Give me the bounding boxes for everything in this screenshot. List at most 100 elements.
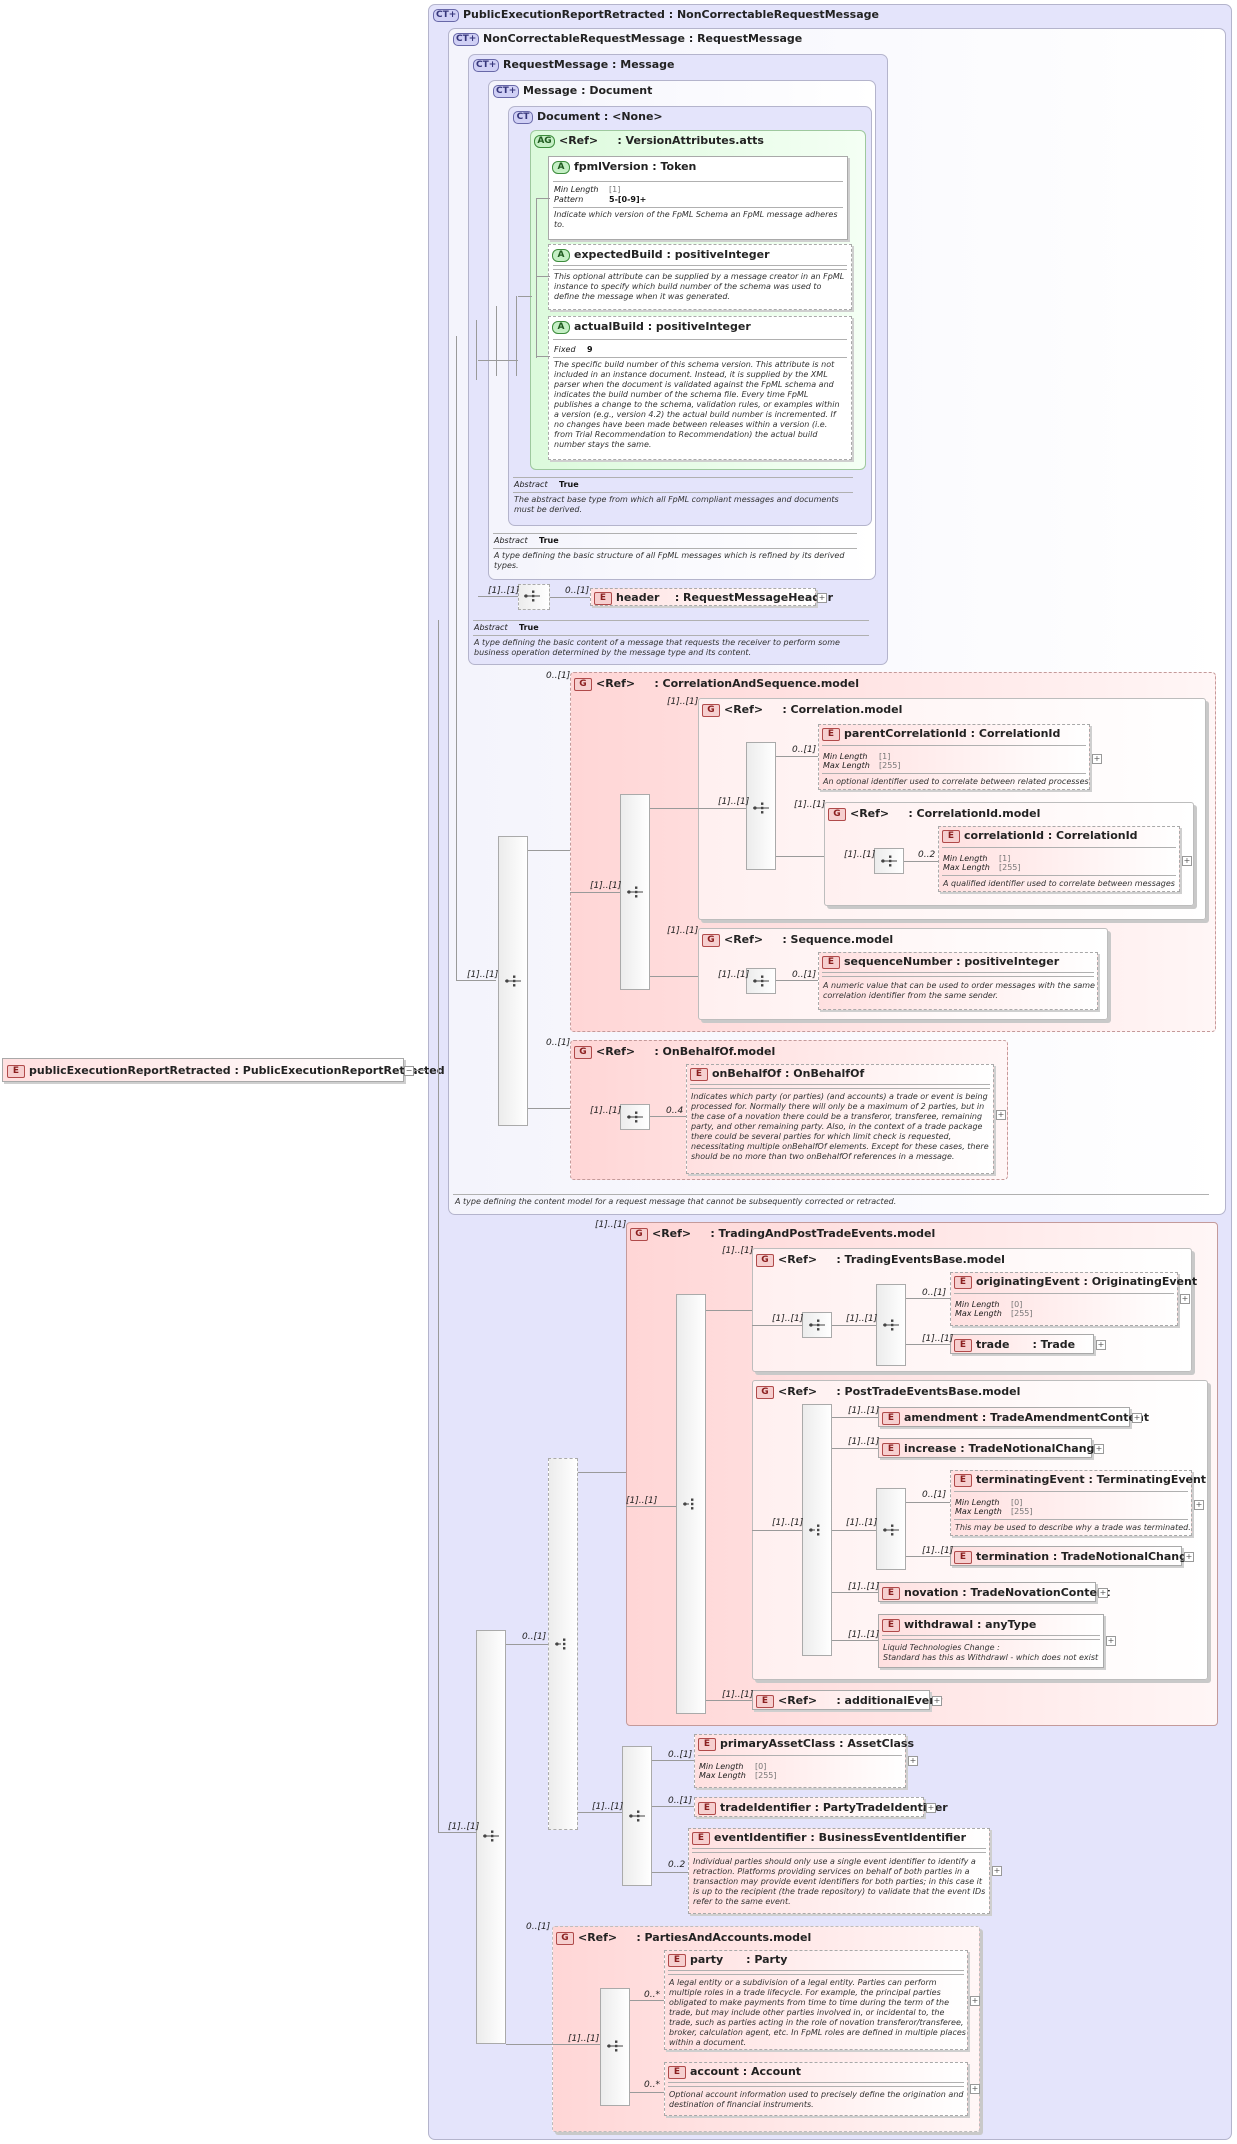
sequence-icon [505, 975, 521, 987]
cardinality: [1]..[1] [844, 850, 876, 860]
expand-icon[interactable]: + [1106, 1636, 1116, 1646]
g-type: : Sequence.model [782, 933, 894, 946]
expand-icon[interactable]: + [1180, 1294, 1190, 1304]
el-name: increase [904, 1442, 957, 1455]
prop-label: Max Length [823, 761, 870, 770]
el-name: eventIdentifier [714, 1831, 807, 1844]
el-name: withdrawal [904, 1618, 974, 1631]
el-type: : TradeNovationContent [962, 1586, 1110, 1599]
prop-label: Min Length [554, 185, 599, 194]
prop-label: Min Length [823, 752, 868, 761]
expand-icon[interactable]: + [908, 1756, 918, 1766]
el-type: : CorrelationId [1047, 829, 1138, 842]
ct-name: PublicExecutionReportRetracted [463, 8, 665, 21]
expand-icon[interactable]: + [996, 1110, 1006, 1120]
cardinality: [1]..[1] [772, 1518, 804, 1528]
cardinality: 0..[1] [668, 1750, 693, 1760]
el-name: novation [904, 1586, 959, 1599]
cardinality: [1]..[1] [846, 1518, 878, 1528]
el-name: parentCorrelationId [844, 727, 967, 740]
expand-icon[interactable]: + [1194, 1500, 1204, 1510]
attribute-group-badge: AG [534, 134, 555, 148]
collapse-icon[interactable]: − [404, 1066, 414, 1076]
el-name: header [616, 591, 660, 604]
el-type: : BusinessEventIdentifier [810, 1831, 967, 1844]
sequence-compositor-header[interactable] [518, 584, 550, 610]
sequence-compositor-correlation-id[interactable] [874, 848, 904, 874]
expand-icon[interactable]: + [970, 1996, 980, 2006]
el-type: : PublicExecutionReportRetracted [234, 1064, 445, 1077]
sequence-icon [524, 590, 540, 602]
ag-type: : VersionAttributes.atts [617, 134, 764, 147]
ct-name: RequestMessage [503, 58, 609, 71]
el-name: onBehalfOf [712, 1067, 782, 1080]
element-additional-event[interactable]: E<Ref> : additionalEvent [752, 1690, 942, 1710]
cardinality: 0..[1] [546, 671, 571, 681]
cardinality: 0..[1] [526, 1922, 551, 1932]
expand-icon[interactable]: + [1094, 1444, 1104, 1454]
prop-label: Min Length [955, 1300, 1000, 1309]
expand-icon[interactable]: + [932, 1696, 942, 1706]
expand-icon[interactable]: + [1182, 856, 1192, 866]
expand-icon[interactable]: + [1092, 754, 1102, 764]
element-badge: E [692, 1831, 710, 1845]
expand-icon[interactable]: + [1098, 1588, 1108, 1598]
cardinality: [1]..[1] [595, 1220, 627, 1230]
abstract-value: True [539, 536, 559, 545]
prop-value: [0] [1011, 1300, 1023, 1309]
g-ref: <Ref> [578, 1931, 618, 1944]
element-badge: E [882, 1618, 900, 1632]
cardinality: [1]..[1] [722, 1246, 754, 1256]
el-type: : TradeNotionalChange [1052, 1550, 1195, 1563]
expand-icon[interactable]: + [817, 593, 827, 603]
cardinality: [1]..[1] [592, 1802, 624, 1812]
ct-type: : Document [581, 84, 653, 97]
el-type: : TradeNotionalChange [960, 1442, 1102, 1455]
cardinality: [1]..[1] [467, 970, 499, 980]
sequence-compositor-identifiers[interactable] [622, 1746, 652, 1886]
attr-type: : positiveInteger [666, 248, 770, 261]
cardinality: [1]..[1] [848, 1437, 880, 1447]
sequence-icon [883, 1524, 899, 1536]
expand-icon[interactable]: + [1184, 1552, 1194, 1562]
expand-icon[interactable]: + [926, 1803, 936, 1813]
expand-icon[interactable]: + [1096, 1340, 1106, 1350]
el-name: party [690, 1953, 724, 1966]
element-badge: E [668, 1953, 686, 1967]
cardinality: 0..[1] [792, 970, 817, 980]
el-name: sequenceNumber [844, 955, 953, 968]
expand-icon[interactable]: + [970, 2084, 980, 2094]
ct-note: A type defining the content model for a … [455, 1197, 897, 1206]
abstract-value: True [519, 623, 539, 632]
ct-name: NonCorrectableRequestMessage [483, 32, 686, 45]
abstract-label: Abstract [514, 480, 548, 489]
sequence-compositor-correlation[interactable] [746, 742, 776, 870]
el-type: : AssetClass [839, 1737, 915, 1750]
expand-icon[interactable]: + [992, 1866, 1002, 1876]
sequence-compositor-corr-seq[interactable] [620, 794, 650, 990]
el-note: Individual parties should only use a sin… [693, 1857, 986, 1906]
expand-icon[interactable]: + [1132, 1413, 1142, 1423]
